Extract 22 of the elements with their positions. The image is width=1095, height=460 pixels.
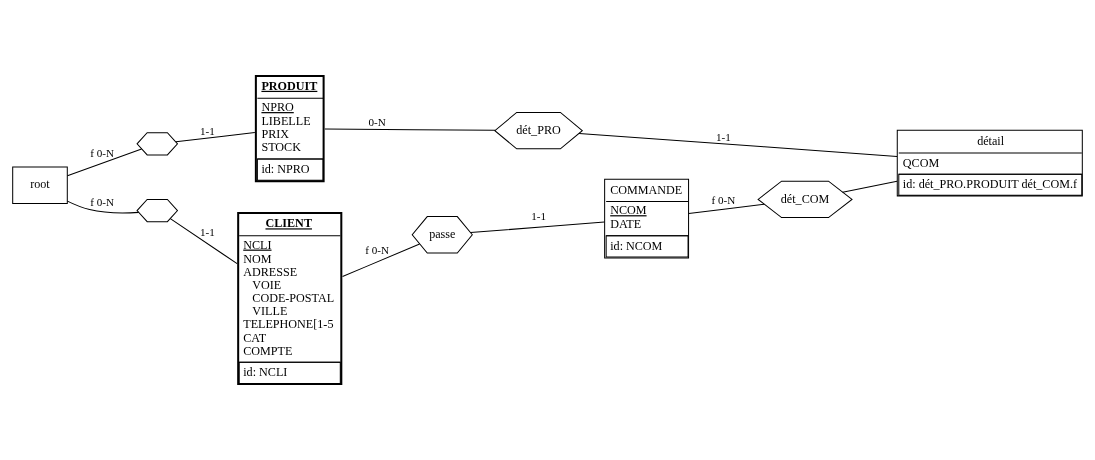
connector xyxy=(175,132,256,143)
edge-label: f 0-N xyxy=(365,243,390,256)
edge-label: f 0-N xyxy=(90,146,115,159)
node-box: root xyxy=(12,166,68,204)
edge-label: f 0-N xyxy=(90,196,115,209)
connector xyxy=(470,221,605,234)
connector xyxy=(324,128,496,131)
node-hexagon xyxy=(136,132,179,156)
node-hexagon xyxy=(136,198,179,223)
connector xyxy=(66,200,140,214)
edge-label: 1-1 xyxy=(531,210,546,223)
connector xyxy=(578,133,898,157)
connector xyxy=(342,243,421,278)
edge-label: 1-1 xyxy=(199,225,215,238)
edge-label: 0-N xyxy=(368,116,386,129)
edge-label: 1-1 xyxy=(199,124,215,137)
edge-label: 1-1 xyxy=(716,130,731,143)
connector xyxy=(842,180,898,193)
connector xyxy=(169,218,238,265)
connector xyxy=(688,203,765,215)
connector xyxy=(66,148,143,177)
edge-label: f 0-N xyxy=(711,194,736,207)
